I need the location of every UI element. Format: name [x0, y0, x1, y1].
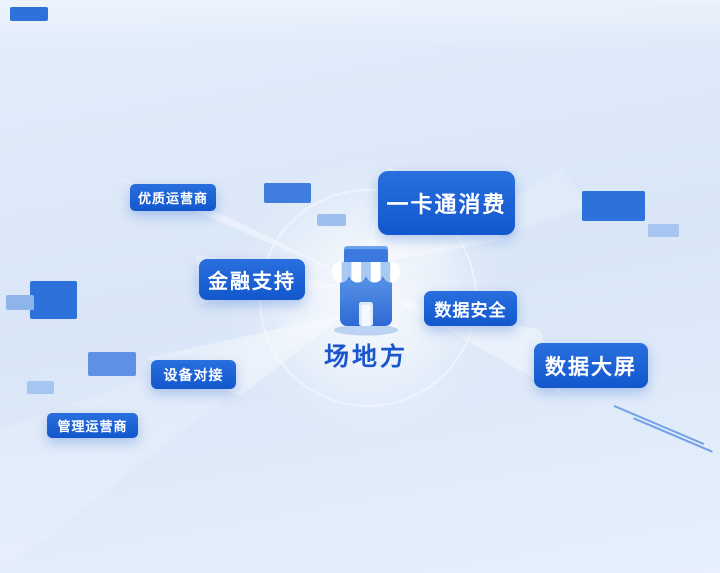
- center-title: 场地方: [323, 343, 408, 371]
- node-device-integration: 设备对接: [151, 360, 236, 389]
- decor-rect-5: [648, 224, 679, 237]
- node-management-operator: 管理运营商: [47, 413, 138, 438]
- decor-rect-9: [27, 381, 54, 394]
- storefront-icon: [332, 246, 400, 336]
- node-quality-operator: 优质运营商: [130, 184, 216, 211]
- decor-rect-7: [6, 295, 34, 310]
- node-financial-support: 金融支持: [199, 259, 305, 300]
- decor-rect-1: [10, 7, 48, 21]
- decor-rect-6: [30, 281, 77, 319]
- decor-rect-4: [582, 191, 645, 221]
- node-data-security: 数据安全: [424, 291, 517, 326]
- decor-rect-3: [317, 214, 346, 226]
- node-data-dashboard: 数据大屏: [534, 343, 648, 388]
- decor-rect-8: [88, 352, 136, 376]
- decor-rect-2: [264, 183, 311, 203]
- beam-bottom-left: [0, 302, 350, 573]
- node-one-card-payment: 一卡通消费: [378, 171, 515, 235]
